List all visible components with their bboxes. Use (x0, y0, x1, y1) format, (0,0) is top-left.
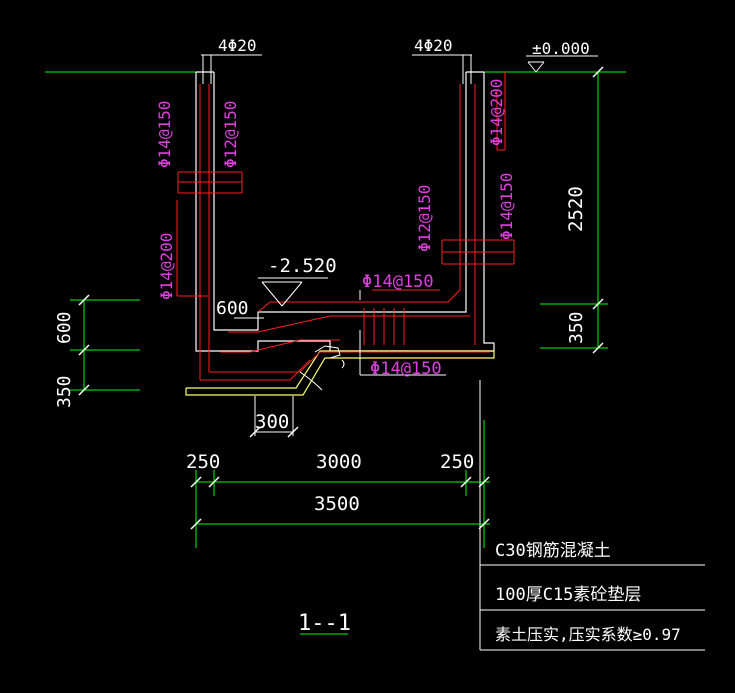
rebar-label-right-outer-lower: Φ14@150 (497, 173, 516, 240)
top-rebar-right-label: 4Φ20 (414, 36, 453, 55)
top-rebar-left-label: 4Φ20 (218, 36, 257, 55)
hook-detail (299, 345, 345, 391)
total-width-dimension: 3500 (314, 493, 360, 515)
rebar-lines (176, 72, 515, 381)
clear-span-dimension: 3000 (316, 451, 362, 473)
rebar-label-left-inner: Φ12@150 (221, 101, 240, 168)
rebar-label-right-outer-top: Φ14@200 (487, 79, 506, 146)
rebar-label-left-lower: Φ14@200 (157, 233, 176, 300)
material-note-cushion: 100厚C15素砼垫层 (495, 585, 641, 605)
pit-width-dimension: 300 (255, 411, 289, 433)
dimension-ticks (78, 66, 604, 530)
concrete-outline (195, 71, 495, 352)
rebar-label-slab-bottom: Φ14@150 (370, 359, 442, 379)
top-elevation-label: ±0.000 (532, 39, 590, 58)
material-note-soil: 素土压实,压实系数≥0.97 (495, 625, 681, 644)
wall-height-dimension: 2520 (565, 186, 587, 232)
rebar-label-slab-top: Φ14@150 (362, 272, 434, 292)
bottom-elevation-label: -2.520 (268, 255, 337, 277)
rebar-label-left-outer: Φ14@150 (155, 101, 174, 168)
slab-thickness-right-dimension: 350 (566, 311, 587, 344)
cushion-layer (185, 350, 495, 396)
haunch-dimension: 600 (216, 298, 249, 319)
slab-thickness-left-dimension: 350 (54, 375, 75, 408)
wall-right-dimension: 250 (440, 451, 474, 473)
step-height-dimension: 600 (54, 311, 75, 344)
section-title: 1--1 (298, 611, 351, 636)
leader-lines (201, 54, 705, 651)
rebar-label-right-inner: Φ12@150 (415, 185, 434, 252)
material-note-concrete: C30钢筋混凝土 (495, 541, 611, 561)
wall-left-dimension: 250 (186, 451, 220, 473)
